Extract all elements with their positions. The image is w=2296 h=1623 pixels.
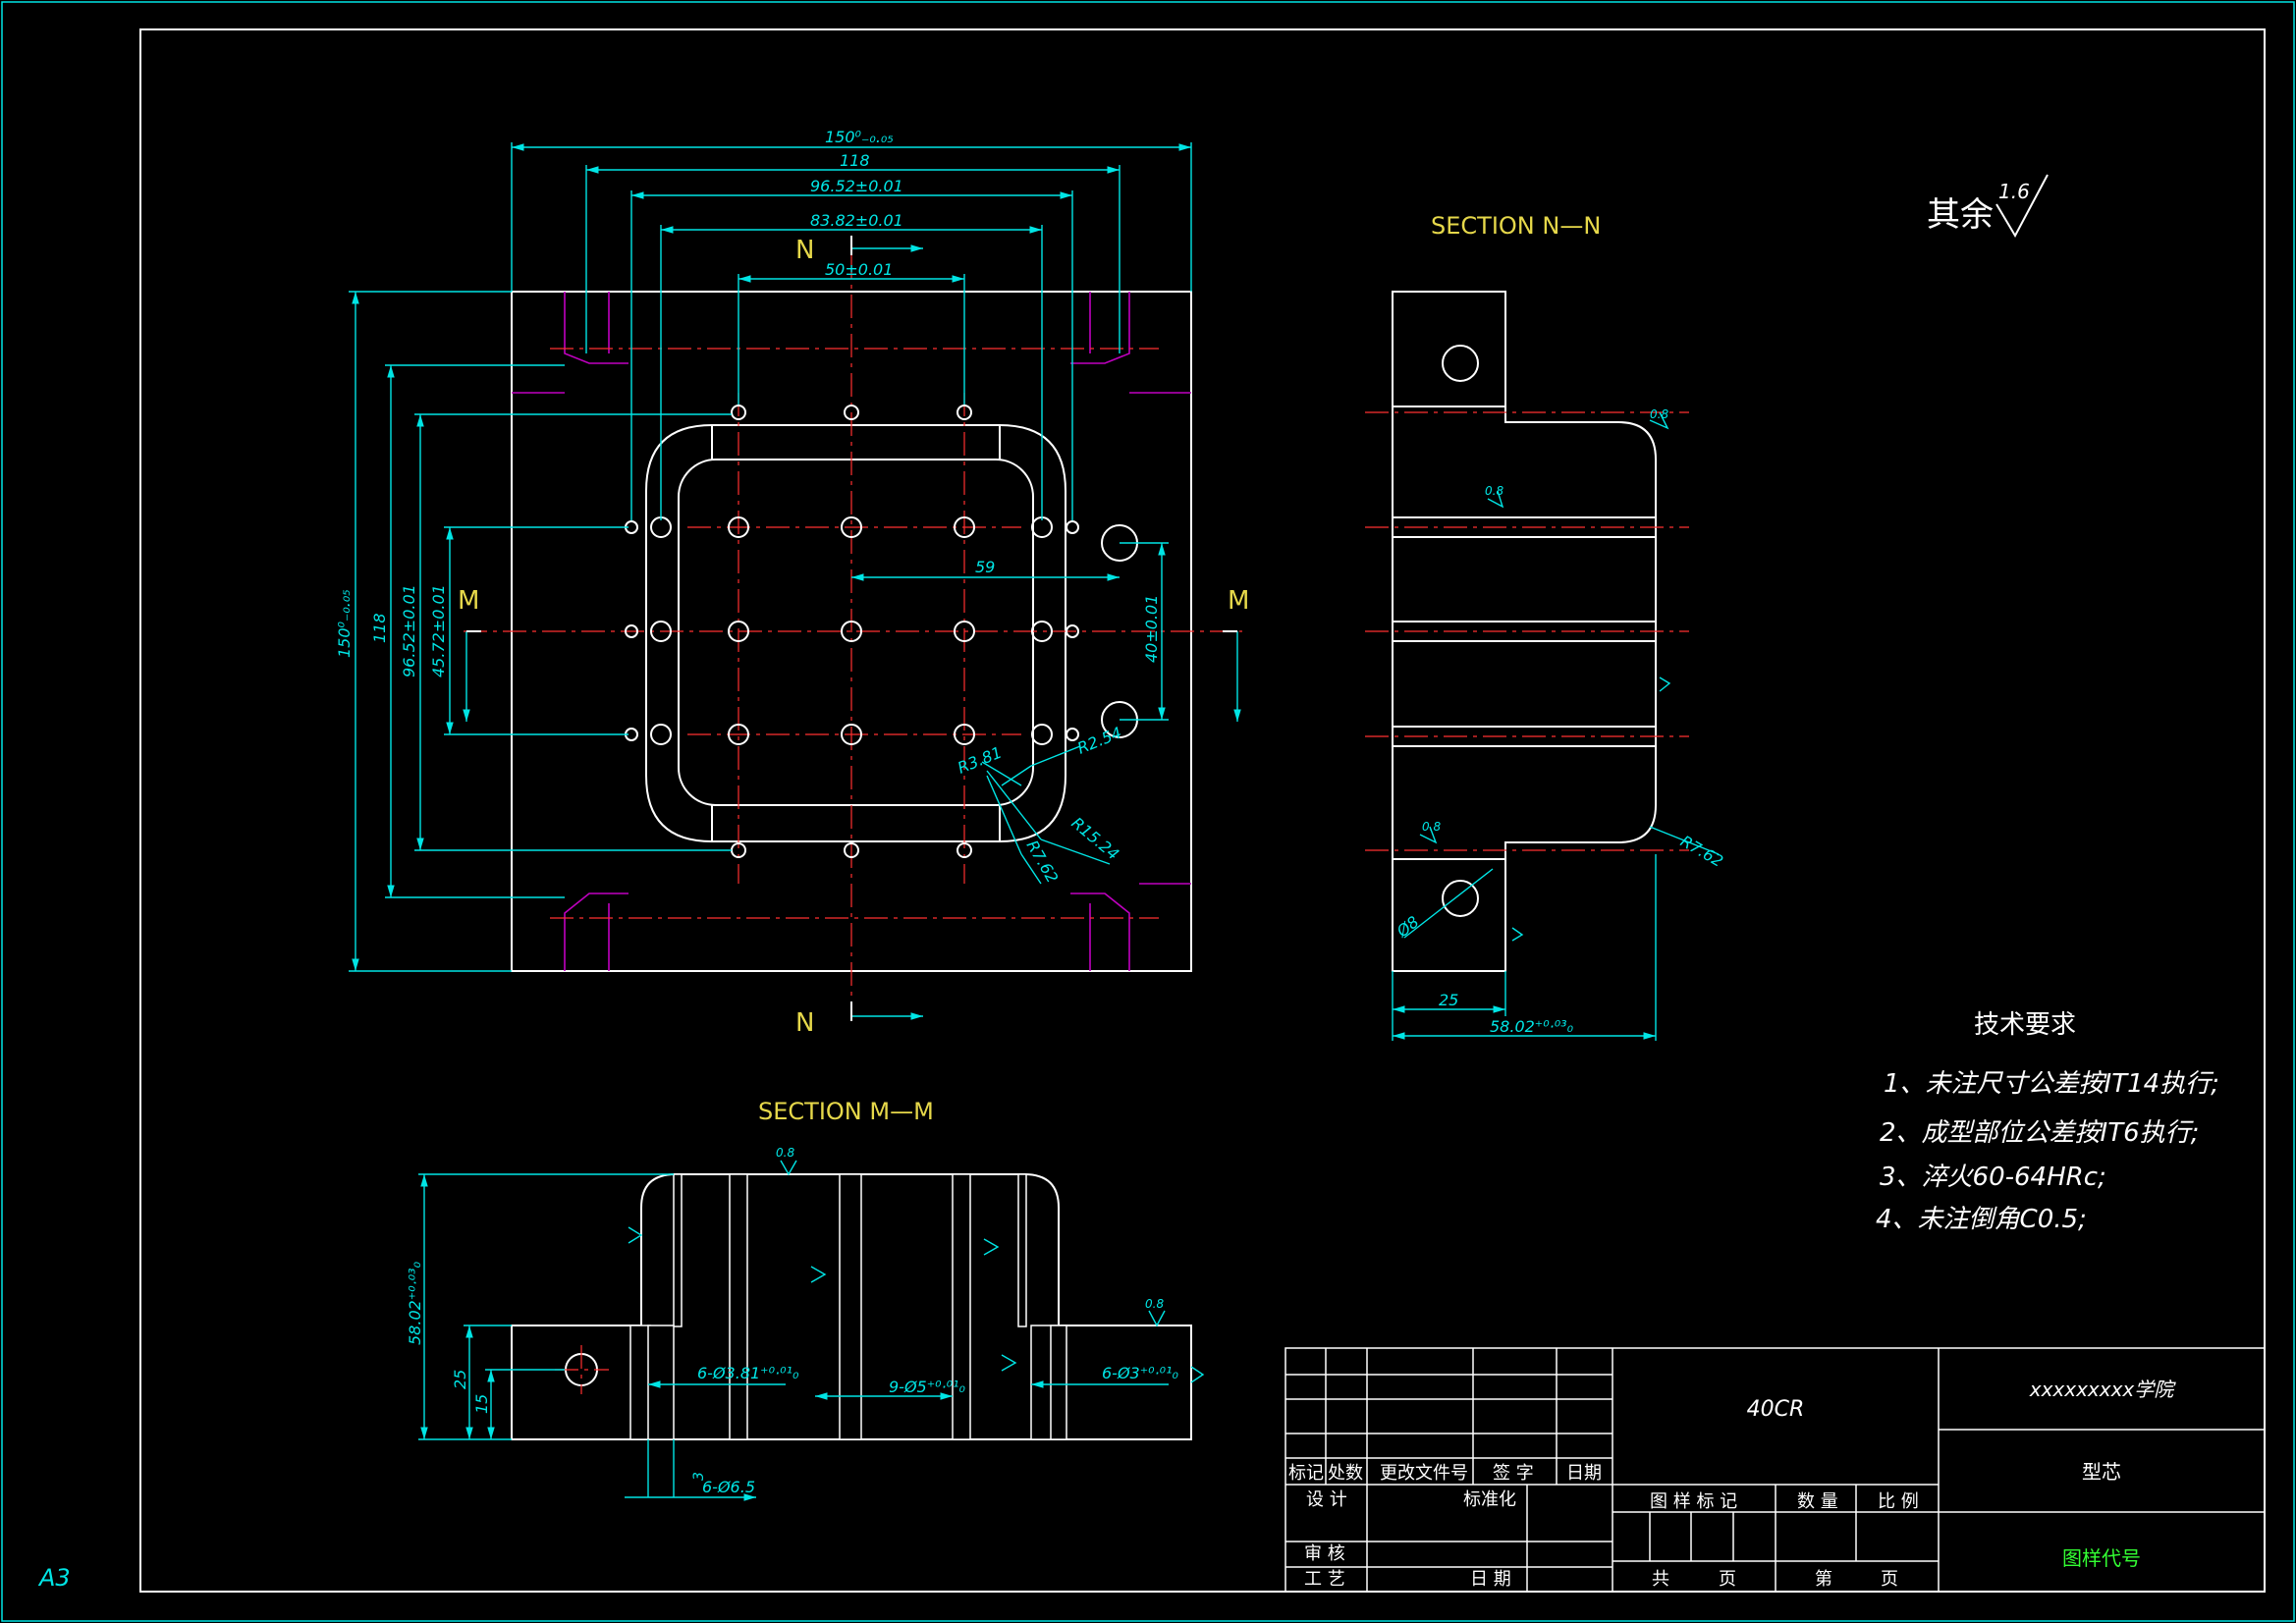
label-date: 日 期 xyxy=(1470,1569,1511,1590)
section-nn-body xyxy=(1392,291,1657,972)
mm-dim-58: 58.02⁺⁰·⁰³₀ xyxy=(406,1261,424,1345)
pocket-outer xyxy=(645,424,1066,842)
label-quantity: 数 量 xyxy=(1797,1491,1838,1512)
mm-holes-c: 6-Ø3⁺⁰·⁰¹₀ xyxy=(1102,1364,1179,1382)
sheet-size-label: A3 xyxy=(37,1564,71,1592)
section-m-left: M xyxy=(458,586,479,616)
tech-item-3: 3、淬火60-64HRc; xyxy=(1880,1163,2106,1192)
top-view: 150⁰₋₀.₀₅ 118 96.52±0.01 83.82±0.01 50±0… xyxy=(335,128,1249,1038)
tech-item-1: 1、未注尺寸公差按IT14执行; xyxy=(1884,1069,2219,1099)
label-total: 共 xyxy=(1652,1569,1669,1590)
nn-ra-3: 0.8 xyxy=(1422,820,1441,834)
label-sheet-no: 第 xyxy=(1815,1569,1832,1590)
nn-dim-r762: R7.62 xyxy=(1677,832,1726,871)
dim-r381: R3.81 xyxy=(955,743,1004,778)
roughness-symbol-icon xyxy=(1995,174,2049,239)
dim-h96: 96.52±0.01 xyxy=(400,584,418,677)
dim-d40: 40±0.01 xyxy=(1142,595,1161,663)
tech-requirements: 技术要求 1、未注尺寸公差按IT14执行; 2、成型部位公差按IT6执行; 3、… xyxy=(1876,1010,2219,1234)
material: 40CR xyxy=(1747,1397,1805,1422)
mm-holes-b: 9-Ø5⁺⁰·⁰¹₀ xyxy=(889,1378,966,1396)
mm-holes-a: 6-Ø3.81⁺⁰·⁰¹₀ xyxy=(697,1364,799,1382)
tech-item-4: 4、未注倒角C0.5; xyxy=(1876,1205,2087,1234)
rev-header-doc: 更改文件号 xyxy=(1380,1463,1468,1484)
rev-header-date: 日期 xyxy=(1566,1463,1602,1484)
drawing-code: 图样代号 xyxy=(2062,1546,2141,1570)
nn-dim-58: 58.02⁺⁰·⁰³₀ xyxy=(1490,1017,1574,1036)
tech-item-2: 2、成型部位公差按IT6执行; xyxy=(1880,1118,2199,1148)
nn-ra-2: 0.8 xyxy=(1650,407,1668,421)
section-n-bottom: N xyxy=(795,1008,814,1038)
top-dimensions: 150⁰₋₀.₀₅ 118 96.52±0.01 83.82±0.01 50±0… xyxy=(335,128,1192,972)
dim-r254: R2.54 xyxy=(1074,724,1123,758)
nn-dim-25: 25 xyxy=(1439,991,1458,1009)
mm-ra-2: 0.8 xyxy=(1145,1297,1164,1311)
dim-h118: 118 xyxy=(370,613,389,643)
label-scale: 比 例 xyxy=(1878,1491,1919,1512)
section-m-right: M xyxy=(1228,586,1249,616)
dim-w118: 118 xyxy=(840,151,870,170)
mm-ra-1: 0.8 xyxy=(776,1146,794,1160)
inner-frame xyxy=(139,28,2266,1593)
label-design: 设 计 xyxy=(1306,1489,1347,1510)
dim-h45: 45.72±0.01 xyxy=(429,584,448,677)
label-process: 工 艺 xyxy=(1304,1569,1345,1590)
dim-r1524: R15.24 xyxy=(1067,814,1122,864)
label-page: 页 xyxy=(1719,1569,1736,1590)
mm-dim-phi65: 6-Ø6.5 xyxy=(702,1478,755,1496)
school-name: xxxxxxxxx学院 xyxy=(2029,1378,2177,1401)
title-block-text: 40CR xxxxxxxxx学院 型芯 图样代号 标记 处数 更改文件号 签 字… xyxy=(1288,1378,2176,1590)
tech-title: 技术要求 xyxy=(1974,1010,2076,1040)
label-drawing-mark: 图 样 标 记 xyxy=(1650,1491,1737,1512)
title-block xyxy=(1285,1347,2266,1593)
dim-w50: 50±0.01 xyxy=(825,260,893,279)
dim-d59: 59 xyxy=(975,558,995,576)
nn-ra-1: 0.8 xyxy=(1485,484,1503,498)
mm-dim-15: 15 xyxy=(472,1394,491,1414)
label-standardize: 标准化 xyxy=(1463,1489,1516,1510)
dim-w96: 96.52±0.01 xyxy=(810,177,903,195)
mm-dim-3: 3 xyxy=(691,1472,707,1481)
part-name: 型芯 xyxy=(2082,1460,2121,1484)
rev-header-mark: 标记 xyxy=(1288,1463,1324,1484)
hidden-lines xyxy=(512,292,1191,971)
rev-header-count: 处数 xyxy=(1328,1463,1363,1484)
dim-w83: 83.82±0.01 xyxy=(810,211,903,230)
label-review: 审 核 xyxy=(1304,1543,1345,1564)
roughness-prefix: 其余 xyxy=(1927,195,1994,235)
dim-h150: 150⁰₋₀.₀₅ xyxy=(335,589,354,658)
section-nn-title: SECTION N—N xyxy=(1431,212,1601,240)
section-nn: SECTION N—N 25 58.02⁺⁰·⁰³₀ R7.62 Ø8 xyxy=(1365,212,1726,1041)
dim-width-total: 150⁰₋₀.₀₅ xyxy=(825,128,894,146)
nn-roughness-marks xyxy=(1419,411,1671,942)
section-markers: N N M M xyxy=(458,236,1249,1038)
nn-dim-phi8: Ø8 xyxy=(1393,912,1422,942)
roughness-note: 其余 1.6 xyxy=(1927,174,2049,239)
section-mm-title: SECTION M—M xyxy=(758,1098,934,1125)
label-page2: 页 xyxy=(1881,1569,1898,1590)
rev-header-sign: 签 字 xyxy=(1493,1463,1534,1484)
roughness-value: 1.6 xyxy=(1998,180,2030,203)
mm-roughness-marks xyxy=(628,1160,1205,1383)
section-n-top: N xyxy=(795,236,814,265)
section-mm: SECTION M—M 58.02⁺⁰·⁰³₀ 25 15 6-Ø6.5 3 6… xyxy=(406,1098,1205,1501)
mm-dim-25: 25 xyxy=(451,1370,469,1389)
